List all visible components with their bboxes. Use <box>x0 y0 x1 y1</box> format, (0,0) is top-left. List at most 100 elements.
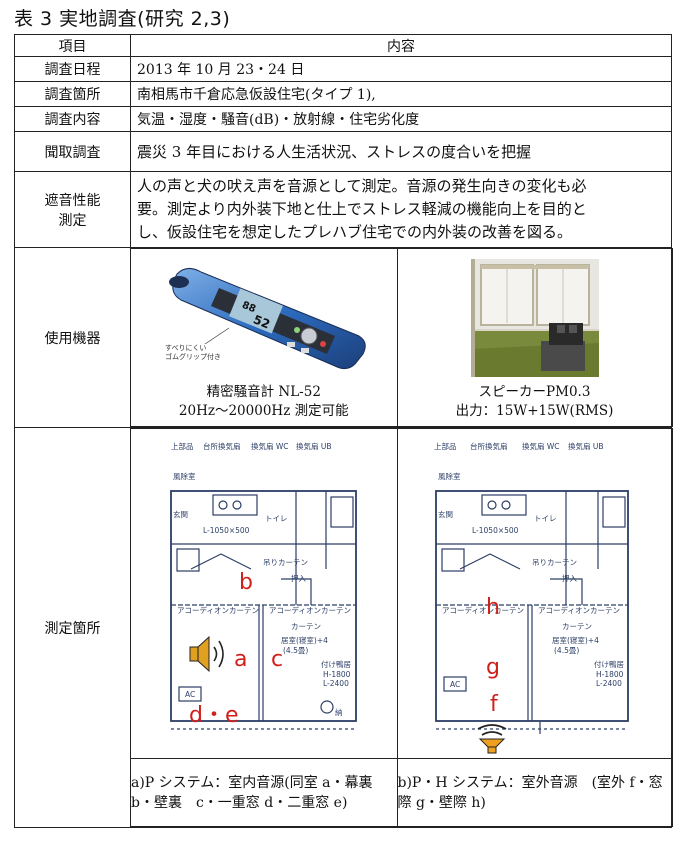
plan-label: H-1800 <box>323 670 351 679</box>
speaker-cell: スピーカーPM0.3 出力：15W+15W(RMS) <box>396 248 673 427</box>
plan-label: 換気扇 UB <box>568 441 604 451</box>
plan-b-caption: b)P・H システム：室外音源 (室外 f・窓際 g・壁際 h) <box>396 758 673 827</box>
plan-label: 付け鴨居 <box>594 659 624 669</box>
meter-photo-note: ゴムグリップ付き <box>165 352 221 361</box>
plan-a-markers: a b c d・e <box>189 570 283 728</box>
sound-meter-cell: 88 52 すべりにくい ゴムグリップ付き <box>131 248 398 427</box>
row-value: 南相馬市千倉応急仮設住宅(タイプ 1), <box>130 81 672 107</box>
plan-label: カーテン <box>291 622 321 631</box>
floor-plan-a: 上部品 台所換気扇 換気扇 WC 換気扇 UB 玄関 風除室 トイレ L-105… <box>170 441 357 730</box>
sound-line: し、仮設住宅を想定したプレハブ住宅での内外装の改善を図る。 <box>137 223 573 241</box>
plan-label: AC <box>450 680 460 689</box>
plan-label: L-1050×500 <box>203 526 250 535</box>
plan-label: 押入 <box>291 573 306 583</box>
equipment-cell: 88 52 すべりにくい ゴムグリップ付き <box>130 247 673 428</box>
sound-meter-image: 88 52 すべりにくい ゴムグリップ付き <box>165 268 366 370</box>
meter-display-lower: 52 <box>251 312 272 331</box>
marker-b: b <box>239 570 253 595</box>
plan-label: 居室(寝室)+4 <box>281 635 328 645</box>
speaker-name: スピーカーPM0.3 <box>478 383 591 400</box>
speaker-spec: 出力：15W+15W(RMS) <box>455 402 614 419</box>
row-label: 使用機器 <box>14 247 131 428</box>
plan-label: 吊りカーテン <box>532 558 577 567</box>
header-content: 内容 <box>130 34 672 57</box>
plan-label: L-2400 <box>596 679 622 688</box>
plan-label: カーテン <box>562 622 592 631</box>
plan-label: 換気扇 UB <box>296 441 332 451</box>
sound-line: 人の声と犬の吠え声を音源として測定。音源の発生向きの変化も必 <box>137 177 587 195</box>
locations-row: 測定箇所 <box>14 427 673 828</box>
plan-b-markers: h g f <box>486 595 500 717</box>
plan-label: アコーディオンカーテン <box>538 605 620 615</box>
equipment-subtable: 88 52 すべりにくい ゴムグリップ付き <box>131 248 673 427</box>
table-header-row: 項目 内容 <box>14 34 672 57</box>
plan-b-cell: 上部品 台所換気扇 換気扇 WC 換気扇 UB 玄関 風除室 トイレ L-105… <box>396 428 673 759</box>
plan-label: アコーディオンカーテン <box>442 605 524 615</box>
row-value: 気温・湿度・騒音(dB)・放射線・住宅劣化度 <box>130 106 672 132</box>
plan-label: 付け鴨居 <box>321 659 351 669</box>
plan-label: 台所換気扇 <box>203 441 241 451</box>
plan-a-cell: 上部品 台所換気扇 換気扇 WC 換気扇 UB 玄関 風除室 トイレ L-105… <box>131 428 398 759</box>
meter-name: 精密騒音計 NL-52 <box>206 384 321 400</box>
row-label: 調査日程 <box>14 56 131 82</box>
plan-label: L-1050×500 <box>472 526 519 535</box>
row-label: 調査箇所 <box>14 81 131 107</box>
row-label: 調査内容 <box>14 106 131 132</box>
plan-label: 台所換気扇 <box>470 441 508 451</box>
plan-label: 玄関 <box>173 509 188 519</box>
table-row: 調査日程 2013 年 10 月 23・24 日 <box>14 56 672 82</box>
meter-photo-note: すべりにくい <box>165 344 206 352</box>
plan-label: 押入 <box>562 573 577 583</box>
marker-c: c <box>271 647 283 672</box>
plan-label: 換気扇 WC <box>251 441 289 451</box>
table-row: 聞取調査 震災 3 年目における人生活状況、ストレスの度合いを把握 <box>14 131 672 172</box>
table-row: 調査内容 気温・湿度・騒音(dB)・放射線・住宅劣化度 <box>14 106 672 132</box>
header-item: 項目 <box>14 34 131 57</box>
table-row: 調査箇所 南相馬市千倉応急仮設住宅(タイプ 1), <box>14 81 672 107</box>
plan-b-lines <box>434 490 629 734</box>
sound-meter-photo: 88 52 すべりにくい ゴムグリップ付き <box>159 258 369 373</box>
marker-h: h <box>486 595 500 620</box>
sound-description: 人の声と犬の吠え声を音源として測定。音源の発生向きの変化も必 要。測定より内外装… <box>130 171 672 248</box>
sound-label-line: 遮音性能 <box>44 192 101 209</box>
marker-a: a <box>234 647 247 672</box>
plan-label: (4.5畳) <box>554 646 579 655</box>
table-row: 遮音性能 測定 人の声と犬の吠え声を音源として測定。音源の発生向きの変化も必 要… <box>14 171 672 248</box>
marker-f: f <box>490 692 499 717</box>
plan-label: 玄関 <box>438 509 453 519</box>
plan-a-caption: a)P システム：室内音源(同室 a・幕裏 b・壁裏 c・一重窓 d・二重窓 e… <box>131 758 398 827</box>
row-value: 2013 年 10 月 23・24 日 <box>130 56 672 82</box>
plan-label: H-1800 <box>596 670 624 679</box>
locations-cell: 上部品 台所換気扇 換気扇 WC 換気扇 UB 玄関 風除室 トイレ L-105… <box>130 427 673 828</box>
plan-label: AC <box>185 690 195 699</box>
meter-display-upper: 88 <box>240 300 257 315</box>
sound-label-line: 測定 <box>58 212 87 229</box>
row-label: 測定箇所 <box>14 427 131 828</box>
plan-label: L-2400 <box>323 679 349 688</box>
outdoor-speaker-icon <box>477 724 506 754</box>
plan-a-labels: 上部品 台所換気扇 換気扇 WC 換気扇 UB 玄関 風除室 トイレ L-105… <box>171 441 351 717</box>
plan-label: アコーディオンカーテン <box>177 605 259 615</box>
meter-spec: 20Hz～20000Hz 測定可能 <box>178 403 349 419</box>
plan-label: 上部品 <box>434 441 457 451</box>
locations-subtable: 上部品 台所換気扇 換気扇 WC 換気扇 UB 玄関 風除室 トイレ L-105… <box>131 428 673 827</box>
sound-line: 要。測定より内外装下地と仕上でストレス軽減の機能向上を目的と <box>137 200 587 218</box>
plan-label: アコーディオンカーテン <box>269 605 351 615</box>
plan-label: 換気扇 WC <box>522 441 560 451</box>
speaker-image <box>470 258 599 377</box>
plan-label: 居室(寝室)+4 <box>552 635 599 645</box>
plan-a-lines <box>170 490 357 730</box>
plan-label: 納 <box>335 707 343 717</box>
plan-label: (4.5畳) <box>283 646 308 655</box>
row-label: 聞取調査 <box>14 131 131 172</box>
plan-label: トイレ <box>534 514 557 523</box>
table-title: 表 3 実地調査(研究 2,3) <box>14 8 231 30</box>
plan-label: 上部品 <box>171 441 194 451</box>
speaker-photo <box>470 258 599 377</box>
row-value: 震災 3 年目における人生活状況、ストレスの度合いを把握 <box>130 131 672 172</box>
plan-b-labels: 上部品 台所換気扇 換気扇 WC 換気扇 UB 玄関 風除室 トイレ L-105… <box>434 441 624 689</box>
plan-label: トイレ <box>265 514 288 523</box>
floor-plan-b: 上部品 台所換気扇 換気扇 WC 換気扇 UB 玄関 風除室 トイレ L-105… <box>434 441 629 754</box>
survey-table: 項目 内容 調査日程 2013 年 10 月 23・24 日 調査箇所 南相馬市… <box>14 34 673 828</box>
row-label: 遮音性能 測定 <box>14 171 131 248</box>
